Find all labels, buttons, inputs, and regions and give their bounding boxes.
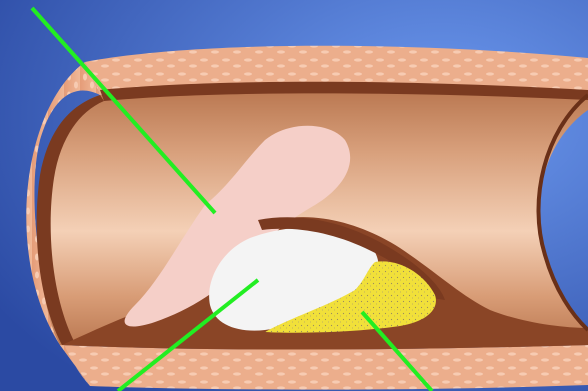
artery-outer-wall-bottom bbox=[60, 345, 588, 390]
